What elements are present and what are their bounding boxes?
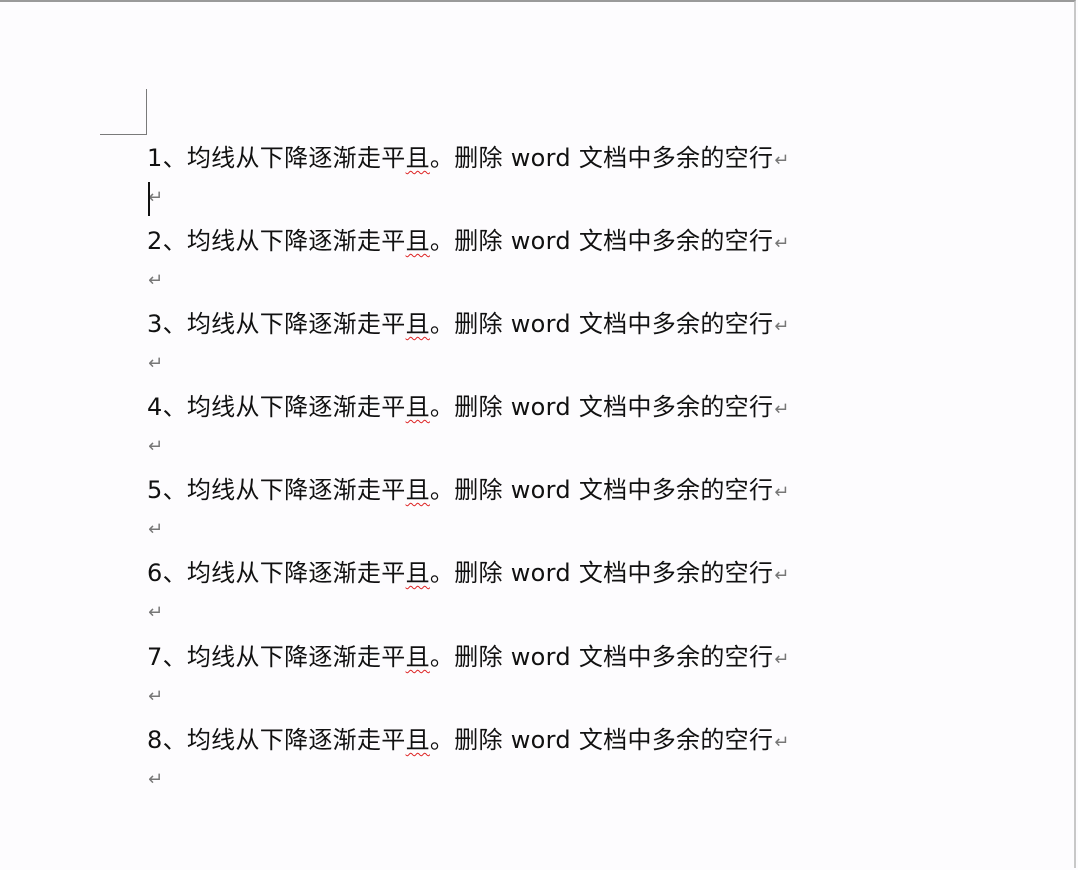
list-number: 8、 <box>147 726 187 754</box>
margin-corner-marker <box>146 89 147 135</box>
spelling-error-word[interactable]: 且 <box>405 643 430 671</box>
paragraph-mark-icon: ↵ <box>774 233 790 254</box>
list-number: 3、 <box>147 310 187 338</box>
empty-paragraph-mark-icon[interactable]: ↵ <box>148 270 164 291</box>
paragraph-text: 均线从下降逐渐走平 <box>186 393 406 421</box>
spelling-error-word[interactable]: 且 <box>405 393 430 421</box>
spelling-error-word[interactable]: 且 <box>405 310 430 338</box>
paragraph-text: 均线从下降逐渐走平 <box>186 476 406 504</box>
paragraph-line[interactable]: 8、均线从下降逐渐走平且。删除 word 文档中多余的空行↵ <box>147 722 790 758</box>
paragraph-text: 。删除 word 文档中多余的空行 <box>429 227 774 255</box>
paragraph-text: 。删除 word 文档中多余的空行 <box>429 144 774 172</box>
list-number: 1、 <box>147 144 187 172</box>
paragraph-text: 。删除 word 文档中多余的空行 <box>429 310 774 338</box>
paragraph-text: 均线从下降逐渐走平 <box>186 559 406 587</box>
paragraph-line[interactable]: 2、均线从下降逐渐走平且。删除 word 文档中多余的空行↵ <box>147 223 790 259</box>
paragraph-line[interactable]: 6、均线从下降逐渐走平且。删除 word 文档中多余的空行↵ <box>147 555 790 591</box>
list-number: 2、 <box>147 227 187 255</box>
spelling-error-word[interactable]: 且 <box>405 144 430 172</box>
paragraph-line[interactable]: 3、均线从下降逐渐走平且。删除 word 文档中多余的空行↵ <box>147 306 790 342</box>
empty-paragraph-mark-icon[interactable]: ↵ <box>148 436 164 457</box>
paragraph-text: 。删除 word 文档中多余的空行 <box>429 643 774 671</box>
paragraph-mark-icon: ↵ <box>774 482 790 503</box>
paragraph-mark-icon: ↵ <box>774 649 790 670</box>
paragraph-mark-icon: ↵ <box>774 150 790 171</box>
spelling-error-word[interactable]: 且 <box>405 559 430 587</box>
paragraph-line[interactable]: 1、均线从下降逐渐走平且。删除 word 文档中多余的空行↵ <box>147 140 790 176</box>
paragraph-mark-icon: ↵ <box>774 399 790 420</box>
list-number: 5、 <box>147 476 187 504</box>
paragraph-text: 。删除 word 文档中多余的空行 <box>429 559 774 587</box>
list-number: 7、 <box>147 643 187 671</box>
paragraph-mark-icon: ↵ <box>774 732 790 753</box>
text-cursor <box>148 182 150 216</box>
paragraph-text: 。删除 word 文档中多余的空行 <box>429 726 774 754</box>
spelling-error-word[interactable]: 且 <box>405 726 430 754</box>
paragraph-text: 均线从下降逐渐走平 <box>186 144 406 172</box>
paragraph-line[interactable]: 4、均线从下降逐渐走平且。删除 word 文档中多余的空行↵ <box>147 389 790 425</box>
spelling-error-word[interactable]: 且 <box>405 476 430 504</box>
paragraph-text: 均线从下降逐渐走平 <box>186 310 406 338</box>
paragraph-text: 均线从下降逐渐走平 <box>186 643 406 671</box>
spelling-error-word[interactable]: 且 <box>405 227 430 255</box>
paragraph-mark-icon: ↵ <box>774 316 790 337</box>
list-number: 4、 <box>147 393 187 421</box>
empty-paragraph-mark-icon[interactable]: ↵ <box>148 769 164 790</box>
empty-paragraph-mark-icon[interactable]: ↵ <box>148 519 164 540</box>
empty-paragraph-mark-icon[interactable]: ↵ <box>148 187 164 208</box>
paragraph-mark-icon: ↵ <box>774 565 790 586</box>
paragraph-text: 均线从下降逐渐走平 <box>186 227 406 255</box>
margin-corner-marker <box>100 134 147 135</box>
empty-paragraph-mark-icon[interactable]: ↵ <box>148 353 164 374</box>
paragraph-line[interactable]: 7、均线从下降逐渐走平且。删除 word 文档中多余的空行↵ <box>147 639 790 675</box>
empty-paragraph-mark-icon[interactable]: ↵ <box>148 686 164 707</box>
paragraph-text: 均线从下降逐渐走平 <box>186 726 406 754</box>
list-number: 6、 <box>147 559 187 587</box>
empty-paragraph-mark-icon[interactable]: ↵ <box>148 602 164 623</box>
paragraph-line[interactable]: 5、均线从下降逐渐走平且。删除 word 文档中多余的空行↵ <box>147 472 790 508</box>
paragraph-text: 。删除 word 文档中多余的空行 <box>429 476 774 504</box>
paragraph-text: 。删除 word 文档中多余的空行 <box>429 393 774 421</box>
